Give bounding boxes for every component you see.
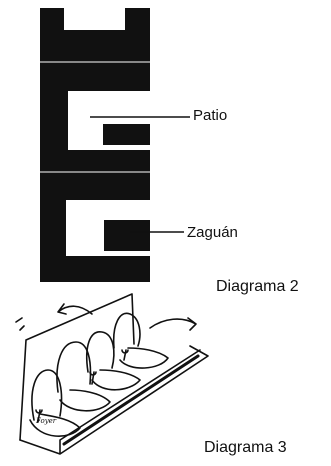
figure-2: [89, 371, 97, 385]
base-slab: [19, 345, 209, 455]
arrow-left: [57, 303, 93, 315]
sketch-handwritten-note: Foyer: [36, 417, 57, 425]
diagram-2-title: Diagrama 2: [216, 278, 299, 295]
diagram-2-plan: [40, 8, 190, 282]
back-wall: [19, 293, 135, 441]
ground-mark: [15, 317, 25, 331]
diagram-3-sketch: [15, 293, 209, 455]
zaguan-label: Zaguán: [187, 224, 238, 241]
lobe-4: [119, 347, 169, 369]
arch-3: [86, 331, 115, 373]
base-hatch: [62, 354, 200, 446]
diagram-3-title: Diagrama 3: [204, 439, 287, 456]
top-block: [40, 8, 150, 62]
arch-4: [112, 312, 141, 349]
middle-block: [40, 62, 150, 172]
figure-3: [121, 349, 129, 361]
lobe-2: [59, 389, 111, 412]
lobe-1: [29, 413, 81, 437]
arch-1: [31, 369, 63, 421]
lobe-3: [91, 369, 141, 391]
arch-2: [56, 341, 92, 393]
bottom-block: [40, 172, 150, 282]
patio-label: Patio: [193, 107, 228, 124]
figure-1: [35, 409, 43, 423]
arrow-right: [149, 317, 197, 331]
